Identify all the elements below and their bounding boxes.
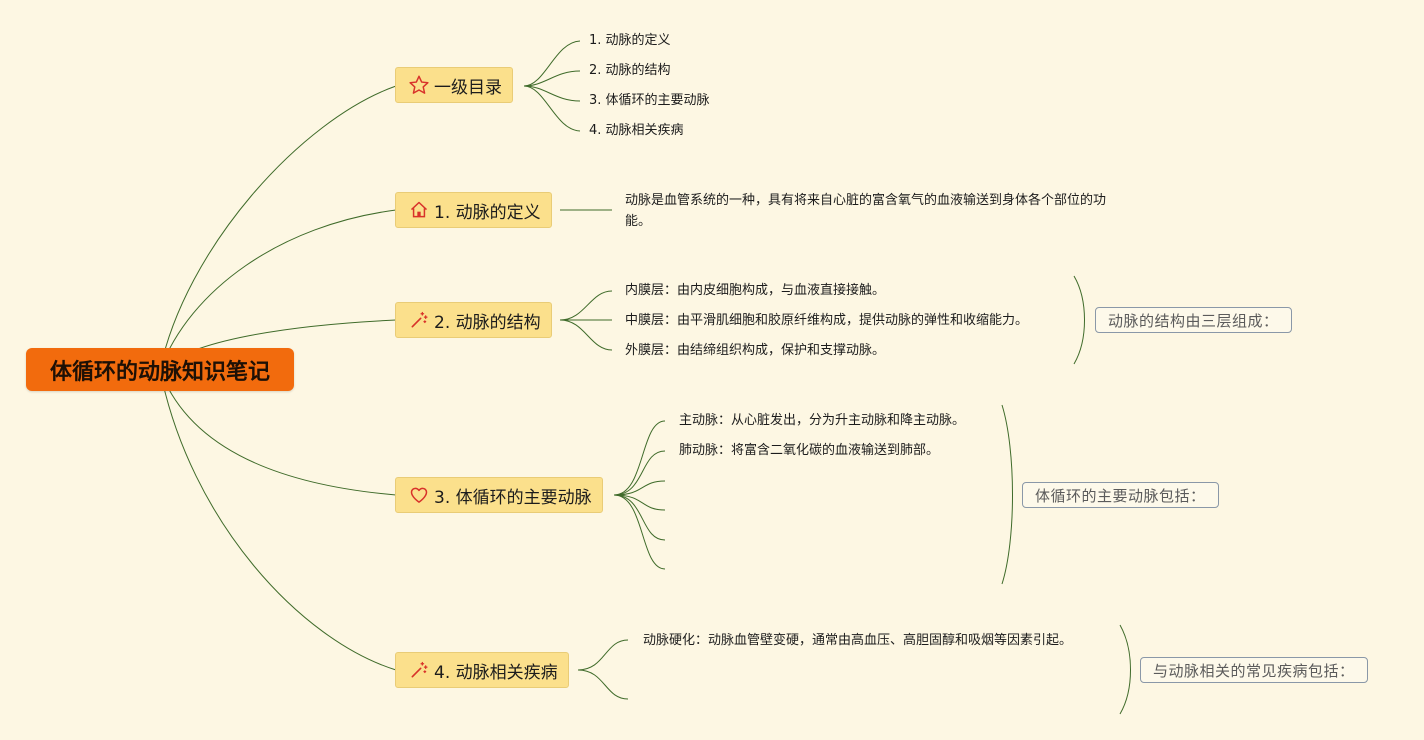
subtopic-item[interactable]: 3. 体循环的主要动脉: [589, 93, 710, 108]
topic-definition[interactable]: 1. 动脉的定义: [395, 192, 552, 228]
subtopic-item[interactable]: 4. 动脉相关疾病: [589, 123, 684, 138]
star-icon: [408, 74, 430, 96]
topic-label: 1. 动脉的定义: [434, 202, 541, 223]
magic-wand-icon: [408, 659, 430, 681]
topic-label: 4. 动脉相关疾病: [434, 662, 558, 683]
disease-item[interactable]: 动脉硬化：动脉血管壁变硬，通常由高血压、高胆固醇和吸烟等因素引起。: [643, 633, 1073, 648]
diseases-summary[interactable]: 与动脉相关的常见疾病包括：: [1140, 657, 1368, 683]
definition-text[interactable]: 动脉是血管系统的一种，具有将来自心脏的富含氧气的血液输送到身体各个部位的功能。: [625, 193, 1107, 229]
structure-item[interactable]: 内膜层：由内皮细胞构成，与血液直接接触。: [625, 283, 886, 298]
topic-main-arteries[interactable]: 3. 体循环的主要动脉: [395, 477, 603, 513]
artery-item[interactable]: 肺动脉：将富含二氧化碳的血液输送到肺部。: [679, 443, 940, 458]
topic-label: 一级目录: [434, 77, 502, 98]
heart-icon: [408, 484, 430, 506]
subtopic-item[interactable]: 2. 动脉的结构: [589, 63, 671, 78]
topic-diseases[interactable]: 4. 动脉相关疾病: [395, 652, 569, 688]
magic-wand-icon: [408, 309, 430, 331]
artery-item[interactable]: 主动脉：从心脏发出，分为升主动脉和降主动脉。: [679, 413, 966, 428]
structure-summary[interactable]: 动脉的结构由三层组成：: [1095, 307, 1292, 333]
topic-structure[interactable]: 2. 动脉的结构: [395, 302, 552, 338]
topic-directory[interactable]: 一级目录: [395, 67, 513, 103]
arteries-summary[interactable]: 体循环的主要动脉包括：: [1022, 482, 1219, 508]
topic-label: 3. 体循环的主要动脉: [434, 487, 592, 508]
structure-item[interactable]: 中膜层：由平滑肌细胞和胶原纤维构成，提供动脉的弹性和收缩能力。: [625, 313, 1029, 328]
subtopic-item[interactable]: 1. 动脉的定义: [589, 33, 671, 48]
root-label: 体循环的动脉知识笔记: [49, 359, 270, 385]
topic-label: 2. 动脉的结构: [434, 312, 541, 333]
root-topic[interactable]: 体循环的动脉知识笔记: [26, 348, 294, 391]
structure-item[interactable]: 外膜层：由结缔组织构成，保护和支撑动脉。: [625, 343, 886, 358]
home-icon: [408, 199, 430, 221]
